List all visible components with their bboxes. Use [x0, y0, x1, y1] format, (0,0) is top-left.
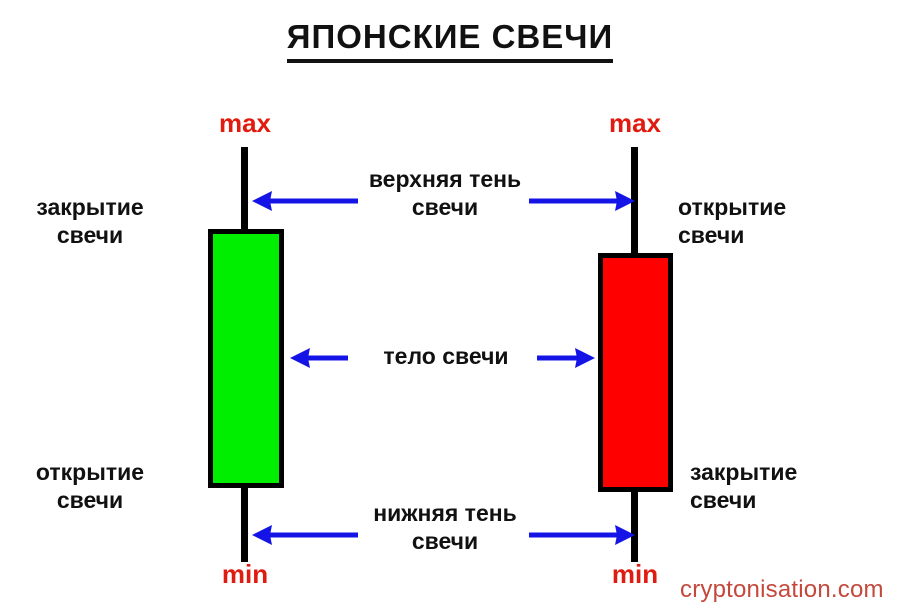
right-candle-open-label-line1: открытие	[678, 194, 787, 220]
right-candle-close-label: закрытие свечи	[690, 458, 890, 514]
page-title: ЯПОНСКИЕ СВЕЧИ	[0, 18, 900, 63]
left-candle-min-label: min	[221, 559, 269, 589]
upper-shadow-annotation-line2: свечи	[411, 193, 479, 220]
lower-shadow-arrow-left	[252, 525, 358, 545]
right-candle-open-label: открытие свечи	[678, 193, 878, 249]
upper-shadow-annotation-text: верхняя тень свечи	[300, 166, 590, 221]
body-arrow-right	[537, 348, 595, 368]
left-candle-close-label-line1: закрытие	[36, 194, 144, 220]
left-candle-open-label-line2: свечи	[56, 487, 124, 514]
left-candle-lower-wick	[241, 484, 248, 562]
lower-shadow-arrow-right	[529, 525, 635, 545]
lower-shadow-annotation-text: нижняя тень свечи	[300, 500, 590, 555]
left-candle-body-bullish	[208, 229, 284, 488]
upper-shadow-annotation-line1: верхняя тень	[368, 166, 522, 192]
body-annotation-line1: тело свечи	[383, 343, 509, 369]
right-candle-min-label: min	[611, 559, 659, 589]
right-candle-close-label-line2: свечи	[690, 487, 757, 514]
body-arrow-left	[290, 348, 348, 368]
watermark: cryptonisation.com	[680, 576, 884, 603]
right-candle-close-label-line1: закрытие	[690, 459, 798, 485]
right-candle-lower-wick	[631, 489, 638, 562]
right-candle-body-bearish	[598, 253, 673, 492]
left-candle-open-label-line1: открытие	[35, 459, 145, 485]
page-title-text: ЯПОНСКИЕ СВЕЧИ	[286, 18, 614, 63]
body-annotation-text: тело свечи	[346, 343, 546, 371]
left-candle-upper-wick	[241, 147, 248, 233]
lower-shadow-annotation-line2: свечи	[411, 527, 479, 554]
upper-shadow-arrow-right	[529, 191, 635, 211]
left-candle-close-label: закрытие свечи	[0, 193, 190, 249]
right-candle-max-label: max	[608, 108, 662, 138]
lower-shadow-annotation-line1: нижняя тень	[373, 500, 517, 526]
right-candle-upper-wick	[631, 147, 638, 257]
left-candle-open-label: открытие свечи	[0, 458, 190, 514]
left-candle-close-label-line2: свечи	[56, 222, 124, 249]
right-candle-open-label-line2: свечи	[678, 222, 745, 249]
upper-shadow-arrow-left	[252, 191, 358, 211]
left-candle-max-label: max	[218, 108, 272, 138]
